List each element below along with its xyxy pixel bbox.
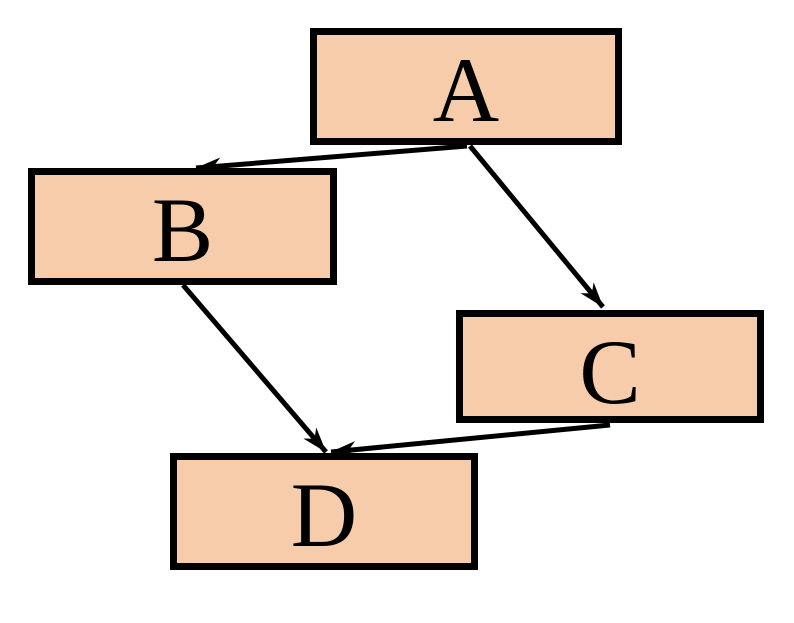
node-d: D: [170, 453, 478, 570]
node-a: A: [310, 28, 622, 145]
edges-layer: [181, 143, 611, 459]
node-b-box: [28, 168, 337, 285]
node-c-label: C: [579, 321, 640, 423]
node-c: C: [456, 310, 764, 423]
nodes-layer: A B C D: [28, 28, 764, 570]
edge-a-c: [468, 144, 605, 309]
node-a-label: A: [433, 39, 499, 141]
edge-b-d: [181, 283, 328, 454]
node-d-box: [170, 453, 478, 570]
edge-a-b: [195, 143, 468, 175]
node-c-box: [456, 310, 764, 423]
edge-c-d: [330, 422, 611, 459]
node-d-label: D: [291, 464, 357, 566]
node-b-label: B: [152, 179, 213, 281]
node-a-box: [310, 28, 622, 145]
node-b: B: [28, 168, 337, 285]
